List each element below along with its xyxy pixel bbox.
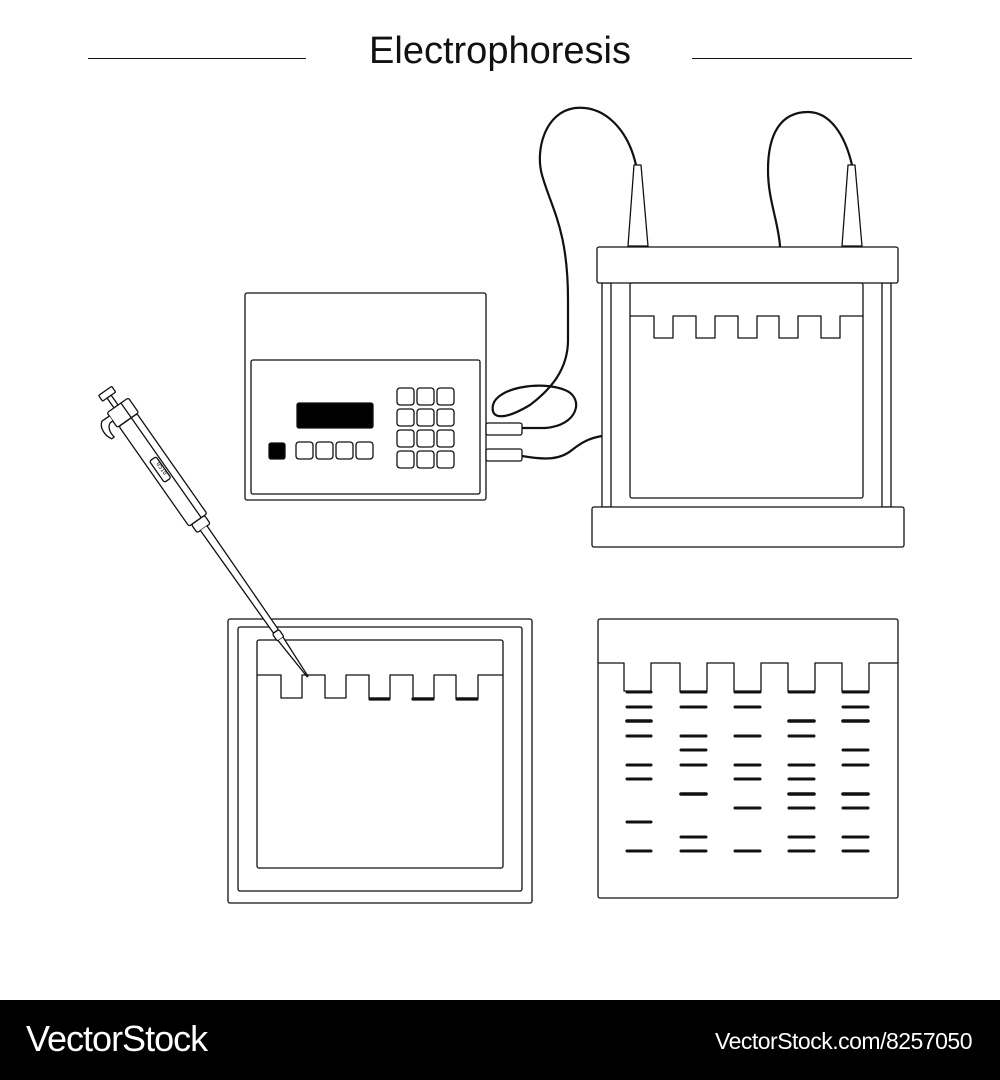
result-wells <box>597 662 899 692</box>
electrode-left <box>627 164 649 247</box>
title-rule-left <box>88 58 306 59</box>
electrode-right <box>841 164 863 247</box>
power-supply <box>244 292 523 501</box>
result-gel <box>597 618 899 899</box>
footer-bar: VectorStock VectorStock.com/8257050 <box>0 1000 1000 1080</box>
footer-brand: VectorStock <box>26 1018 208 1059</box>
loading-gel <box>227 618 533 904</box>
keypad <box>396 387 455 469</box>
power-indicator <box>268 442 286 460</box>
led-display <box>296 402 374 429</box>
title-rule-right <box>692 58 912 59</box>
electrophoresis-tank <box>591 164 905 548</box>
loading-wells <box>256 674 504 699</box>
output-jacks <box>485 422 523 462</box>
function-buttons <box>295 441 374 460</box>
footer-url: VectorStock.com/8257050 <box>715 1028 973 1054</box>
micropipette: 0510 <box>98 386 309 678</box>
tank-wells <box>629 315 864 339</box>
page-title: Electrophoresis <box>369 30 631 72</box>
dna-bands <box>625 690 870 853</box>
power-cables <box>491 106 854 460</box>
